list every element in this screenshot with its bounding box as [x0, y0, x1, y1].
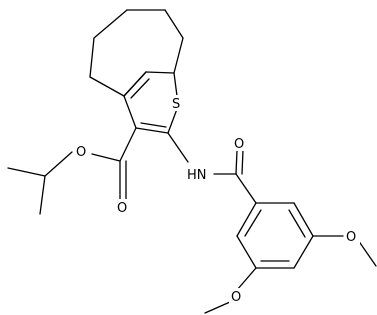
bond — [123, 71, 147, 97]
bond — [167, 108, 178, 134]
bonds — [7, 9, 377, 314]
methoxy-oxygen-1: O — [344, 228, 360, 245]
bond — [93, 9, 128, 39]
bond — [236, 267, 257, 291]
sulfur-atom: S — [170, 95, 184, 112]
bond — [164, 9, 184, 39]
bond — [89, 37, 95, 78]
bond — [89, 76, 125, 97]
bond — [145, 71, 175, 74]
bond — [130, 78, 150, 99]
nh-label: HN — [187, 168, 207, 183]
bond — [241, 149, 244, 175]
sulfur-label: S — [172, 97, 180, 112]
bond — [119, 127, 137, 162]
bond — [293, 202, 314, 237]
atom-labels: S HN O O O O O — [74, 95, 360, 305]
amide-oxygen: O — [232, 135, 248, 152]
bond — [288, 209, 306, 238]
ester-oxygen: O — [74, 143, 90, 160]
bond — [140, 122, 167, 128]
bond — [244, 209, 262, 237]
methoxy-oxygen-2-label: O — [231, 290, 241, 305]
bond — [91, 153, 121, 162]
bond — [173, 72, 178, 97]
bond — [44, 151, 73, 177]
nh-group: HN — [186, 166, 212, 183]
ester-carbonyl-oxygen-label: O — [117, 201, 127, 216]
methoxy-oxygen-2: O — [229, 288, 245, 305]
bond — [39, 175, 46, 215]
ester-carbonyl-oxygen: O — [115, 199, 131, 216]
bond — [235, 149, 238, 175]
ester-oxygen-label: O — [76, 145, 86, 160]
bond — [167, 132, 189, 163]
bond — [235, 173, 257, 204]
bond — [357, 239, 377, 267]
bond — [135, 127, 169, 134]
bond — [236, 202, 257, 237]
amide-oxygen-label: O — [234, 137, 244, 152]
methoxy-oxygen-1-label: O — [346, 230, 356, 245]
bond — [173, 37, 184, 74]
bond — [236, 235, 257, 269]
bond — [204, 301, 231, 314]
bond — [7, 167, 46, 177]
bond — [123, 95, 137, 129]
bond — [293, 235, 314, 269]
